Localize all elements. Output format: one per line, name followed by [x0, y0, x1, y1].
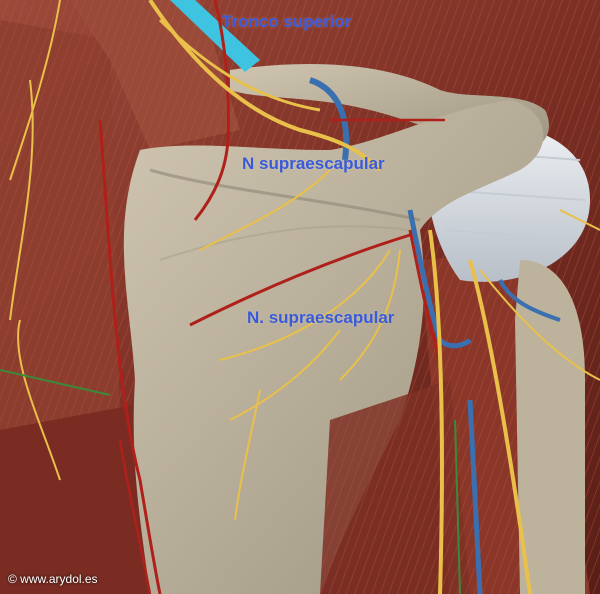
artery [193, 0, 230, 221]
vein [467, 399, 483, 594]
humerus [515, 260, 585, 594]
label-tronco-superior: Tronco superior [222, 12, 352, 31]
nerve [9, 0, 61, 481]
nerve [339, 249, 401, 381]
credit-watermark: © www.arydol.es [8, 572, 98, 586]
label-n-supraescapular-lower: N. supraescapular [247, 308, 395, 327]
nerve [148, 0, 382, 172]
nerve [199, 169, 331, 251]
nerve [468, 259, 532, 594]
nerve [428, 229, 444, 594]
nerve [479, 269, 600, 381]
green-vessel [0, 369, 111, 396]
artery [408, 229, 442, 361]
artery [189, 233, 411, 327]
nerve [158, 18, 321, 112]
lower-left-muscle [0, 400, 170, 594]
nerve [229, 329, 341, 421]
nerve [219, 249, 391, 361]
label-n-supraescapular-upper: N supraescapular [242, 154, 385, 173]
green-vessel [454, 419, 461, 594]
scapula [123, 100, 544, 594]
artery [118, 439, 152, 594]
nerve [559, 209, 600, 231]
artery [98, 119, 162, 594]
nerve [234, 389, 261, 521]
vein [498, 279, 561, 322]
upper-trunk-highlight [170, 0, 260, 72]
